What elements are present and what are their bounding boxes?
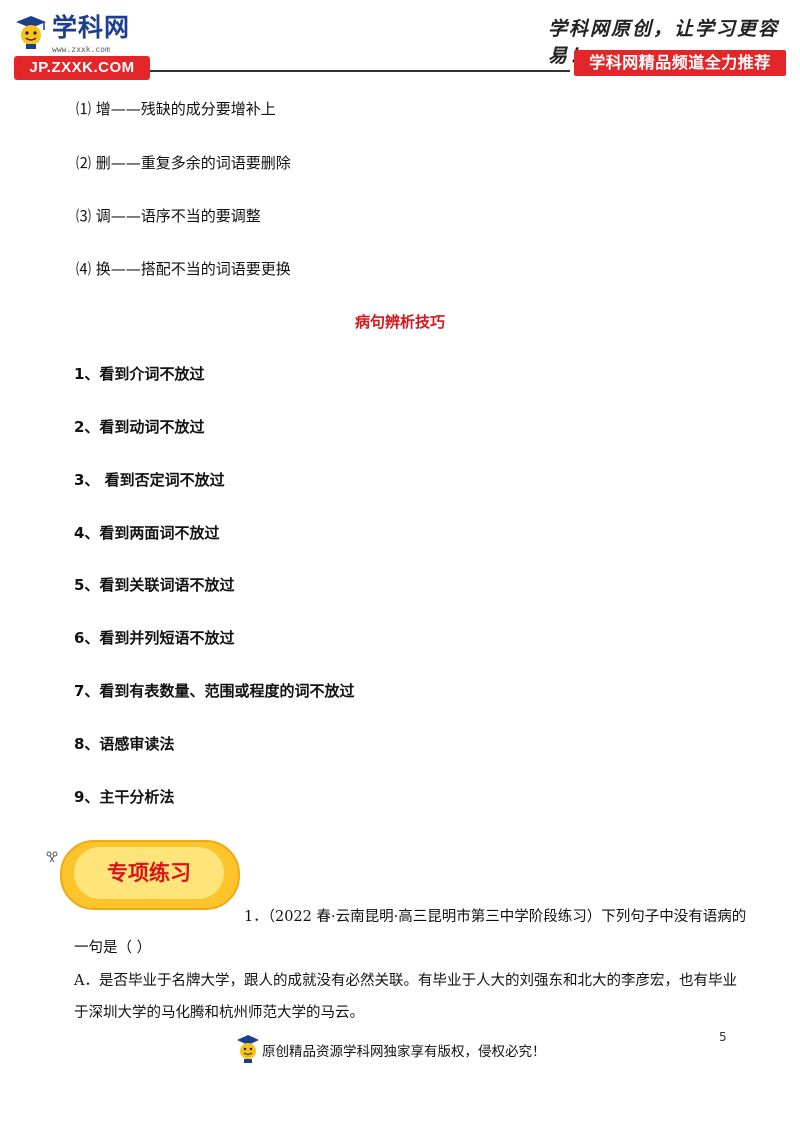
tip-item: 8、语感审读法 bbox=[74, 735, 175, 753]
section-title: 病句辨析技巧 bbox=[354, 313, 445, 331]
mascot-icon bbox=[237, 1035, 259, 1063]
method-item: ⑴ 增——残缺的成分要增补上 bbox=[76, 100, 276, 118]
method-item: ⑶ 调——语序不当的要调整 bbox=[76, 207, 261, 225]
option-a: A．是否毕业于名牌大学，跟人的成就没有必然关联。有毕业于人大的刘强东和北大的李彦… bbox=[74, 973, 737, 989]
tip-item: 1、看到介词不放过 bbox=[74, 365, 205, 383]
scissors-icon bbox=[46, 850, 58, 876]
question-stem: 1．（2022 春·云南昆明·高三昆明市第三中学阶段练习）下列句子中没有语病的 bbox=[244, 909, 747, 925]
method-item: ⑵ 删——重复多余的词语要删除 bbox=[76, 154, 291, 172]
logo-url: www.zxxk.com bbox=[52, 45, 110, 54]
tip-item: 3、 看到否定词不放过 bbox=[74, 471, 225, 489]
practice-badge-inner bbox=[74, 847, 224, 899]
footer-copyright: 原创精品资源学科网独家享有版权，侵权必究！ bbox=[262, 1044, 546, 1060]
tip-item: 6、看到并列短语不放过 bbox=[74, 629, 235, 647]
tip-item: 4、看到两面词不放过 bbox=[74, 524, 220, 542]
logo-text: 学科网 bbox=[52, 13, 131, 42]
header-divider bbox=[150, 70, 570, 72]
mascot-icon bbox=[16, 16, 46, 49]
logo-badge: JP.ZXXK.COM bbox=[14, 56, 150, 80]
practice-label: 专项练习 bbox=[107, 861, 191, 885]
header-banner: 学科网精品频道全力推荐 bbox=[574, 50, 786, 76]
method-item: ⑷ 换——搭配不当的词语要更换 bbox=[76, 260, 291, 278]
option-a-cont: 于深圳大学的马化腾和杭州师范大学的马云。 bbox=[74, 1005, 364, 1021]
tip-item: 2、看到动词不放过 bbox=[74, 418, 205, 436]
page-number: 5 bbox=[719, 1030, 727, 1044]
tip-item: 5、看到关联词语不放过 bbox=[74, 576, 235, 594]
site-logo[interactable]: 学科网 www.zxxk.com JP.ZXXK.COM bbox=[14, 12, 154, 80]
tip-item: 7、看到有表数量、范围或程度的词不放过 bbox=[74, 682, 355, 700]
tip-item: 9、主干分析法 bbox=[74, 788, 175, 806]
question-stem-cont: 一句是（ ） bbox=[74, 940, 152, 956]
